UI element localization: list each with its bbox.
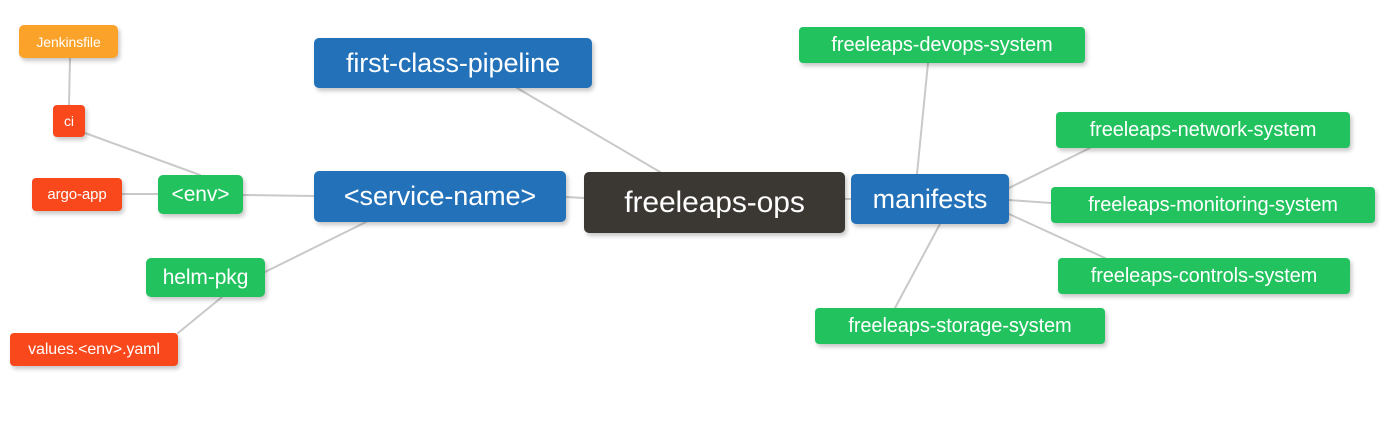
node-label-ci: ci: [64, 113, 74, 129]
edge-e-manifests-network: [1008, 147, 1091, 189]
node-manifests[interactable]: manifests: [851, 174, 1009, 224]
edge-e-ci-env: [84, 132, 201, 176]
node-freeleaps-storage-system[interactable]: freeleaps-storage-system: [815, 308, 1105, 344]
node-label-argo-app: argo-app: [47, 186, 107, 203]
node-ci[interactable]: ci: [53, 105, 85, 137]
node-freeleaps-ops[interactable]: freeleaps-ops: [584, 172, 845, 233]
node-label-values-yaml: values.<env>.yaml: [28, 340, 160, 358]
node-label-freeleaps-monitoring-system: freeleaps-monitoring-system: [1088, 194, 1338, 216]
node-argo-app[interactable]: argo-app: [32, 178, 122, 211]
node-label-first-class-pipeline: first-class-pipeline: [345, 47, 561, 78]
node-first-class-pipeline[interactable]: first-class-pipeline: [314, 38, 592, 88]
node-label-helm-pkg: helm-pkg: [162, 266, 249, 289]
edge-e-helm-service: [264, 221, 367, 273]
node-label-manifests: manifests: [872, 183, 988, 214]
node-label-freeleaps-network-system: freeleaps-network-system: [1089, 119, 1317, 141]
node-jenkinsfile[interactable]: Jenkinsfile: [19, 25, 118, 58]
edge-e-values-helm: [177, 296, 223, 334]
node-label-jenkinsfile: Jenkinsfile: [36, 33, 101, 50]
node-env[interactable]: <env>: [158, 175, 243, 214]
edge-e-env-service: [242, 194, 315, 197]
edge-e-pipeline-ops: [516, 87, 661, 173]
node-freeleaps-controls-system[interactable]: freeleaps-controls-system: [1058, 258, 1350, 294]
node-label-service-name: <service-name>: [343, 181, 537, 211]
node-label-freeleaps-ops: freeleaps-ops: [624, 185, 805, 219]
node-service-name[interactable]: <service-name>: [314, 171, 566, 222]
edge-e-manifests-monitoring: [1008, 199, 1052, 204]
node-label-freeleaps-devops-system: freeleaps-devops-system: [831, 34, 1053, 56]
edge-e-service-ops: [565, 196, 585, 199]
node-helm-pkg[interactable]: helm-pkg: [146, 258, 265, 297]
edge-e-manifests-storage: [894, 223, 941, 309]
node-freeleaps-monitoring-system[interactable]: freeleaps-monitoring-system: [1051, 187, 1375, 223]
node-label-freeleaps-controls-system: freeleaps-controls-system: [1090, 265, 1318, 287]
node-freeleaps-devops-system[interactable]: freeleaps-devops-system: [799, 27, 1085, 63]
node-values-yaml[interactable]: values.<env>.yaml: [10, 333, 178, 366]
edge-e-jenkinsfile-ci: [68, 57, 71, 106]
node-freeleaps-network-system[interactable]: freeleaps-network-system: [1056, 112, 1350, 148]
edge-e-manifests-devops: [916, 62, 929, 175]
node-label-env: <env>: [171, 183, 230, 206]
node-label-freeleaps-storage-system: freeleaps-storage-system: [848, 315, 1072, 337]
